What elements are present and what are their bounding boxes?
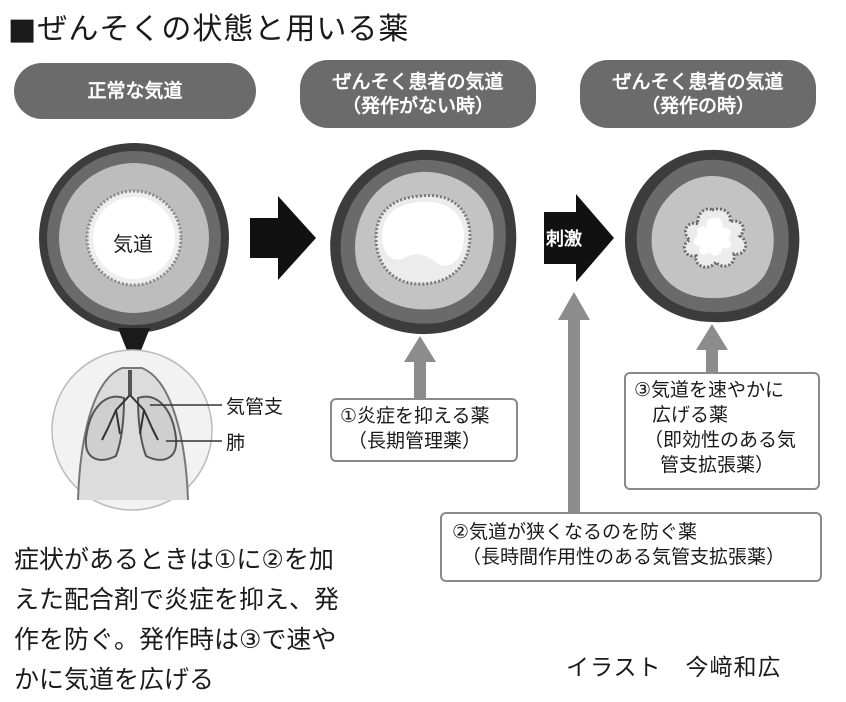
medicine-3-type-2: 管支拡張薬）	[660, 454, 775, 476]
caption: 症状があるときは①に②を加 えた配合剤で炎症を抑え、発 作を防ぐ。発作時は③で速…	[14, 540, 409, 700]
progression-arrow	[250, 196, 316, 280]
asthma-no-attack-cross-section	[330, 149, 517, 335]
asthma-no-attack-label-2: （発作がない時）	[341, 95, 494, 117]
asthma-no-attack-label-1: ぜんそく患者の気道	[332, 71, 504, 93]
lung-label: 肺	[226, 432, 246, 454]
asthma-attack-cross-section	[624, 149, 800, 323]
caption-line-4: かに気道を広げる	[14, 665, 215, 694]
page-title: ■ぜんそくの状態と用いる薬	[8, 12, 410, 47]
bronchi-label: 気管支	[226, 396, 284, 418]
medicine-2-name: ②気道が狭くなるのを防ぐ薬	[452, 521, 698, 543]
stimulus-arrow	[544, 194, 614, 282]
asthma-attack-pill: ぜんそく患者の気道 （発作の時）	[580, 60, 816, 128]
normal-airway-cross-section	[39, 143, 229, 333]
normal-airway-pill: 正常な気道	[14, 63, 256, 119]
normal-airway-label: 正常な気道	[87, 80, 183, 102]
asthma-attack-label-2: （発作の時）	[640, 95, 755, 117]
medicine-1-name: ①炎症を抑える薬	[340, 405, 490, 427]
stimulus-label: 刺激	[546, 229, 582, 250]
caption-line-2: えた配合剤で炎症を抑え、発	[14, 585, 340, 614]
medicine-2-type: （長時間作用性のある気管支拡張薬）	[462, 546, 786, 568]
asthma-attack-label-1: ぜんそく患者の気道	[612, 71, 784, 93]
caption-line-1: 症状があるときは①に②を加	[14, 545, 334, 574]
medicine-arrows	[404, 292, 728, 512]
medicine-3-name-1: ③気道を速やかに	[634, 379, 785, 401]
medicine-1-type: （長期管理薬）	[348, 430, 482, 452]
medicine-box-2: ②気道が狭くなるのを防ぐ薬 （長時間作用性のある気管支拡張薬）	[440, 512, 822, 582]
lung-illustration	[51, 349, 222, 511]
medicine-box-1: ①炎症を抑える薬 （長期管理薬）	[330, 398, 518, 462]
caption-line-3: 作を防ぐ。発作時は③で速や	[14, 625, 337, 654]
medicine-3-type-1: （即効性のある気	[644, 429, 797, 451]
airway-label: 気道	[113, 232, 153, 256]
medicine-box-3: ③気道を速やかに 広げる薬 （即効性のある気 管支拡張薬）	[624, 372, 820, 490]
zoom-pointer	[118, 328, 150, 368]
medicine-3-name-2: 広げる薬	[652, 404, 729, 426]
illustration-credit: イラスト 今﨑和広	[566, 655, 782, 681]
asthma-no-attack-pill: ぜんそく患者の気道 （発作がない時）	[300, 60, 536, 128]
